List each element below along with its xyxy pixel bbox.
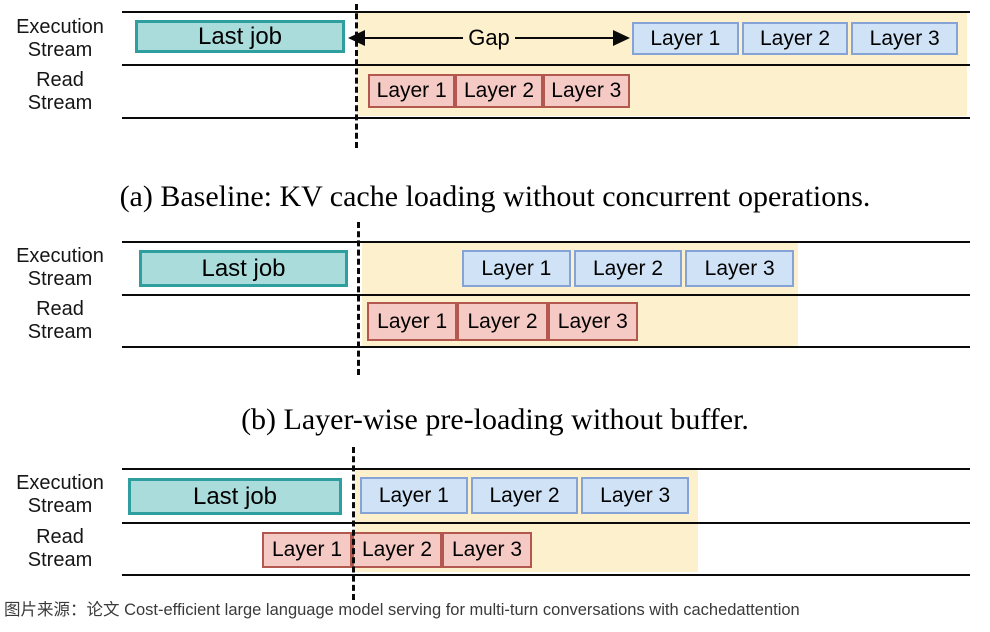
- read-stream-label-b: Read Stream: [0, 295, 120, 346]
- read-layer-box: Layer 2: [455, 74, 543, 108]
- execution-layer-box: Layer 1: [462, 250, 571, 287]
- timeline-line: [122, 346, 970, 348]
- arrowhead-right-icon: [613, 30, 630, 46]
- execution-layer-box: Layer 2: [573, 250, 683, 287]
- stream-label-line: Execution: [16, 245, 104, 267]
- read-layer-box: Layer 1: [368, 74, 456, 108]
- stream-label-line: Stream: [27, 38, 93, 61]
- last-job-box-a: Last job: [135, 20, 345, 53]
- timeline-line: [122, 294, 970, 296]
- read-layer-box: Layer 3: [542, 74, 630, 108]
- last-job-label: Last job: [201, 254, 286, 282]
- stream-label-line: Stream: [27, 495, 93, 517]
- execution-layer-box: Layer 1: [360, 477, 468, 514]
- job-finish-dashed-line-b: [357, 222, 360, 375]
- timeline-line: [122, 241, 970, 243]
- read-stream-label-a: Read Stream: [0, 66, 120, 117]
- read-layer-box: Layer 2: [457, 302, 548, 341]
- figure-caption-a: (a) Baseline: KV cache loading without c…: [119, 180, 871, 213]
- execution-stream-label-a: Execution Stream: [0, 13, 120, 64]
- execution-stream-label-c: Execution Stream: [0, 469, 120, 521]
- gap-label: Gap: [468, 25, 510, 50]
- gap-arrow: Gap: [348, 25, 630, 50]
- stream-label-line: Read: [36, 525, 84, 548]
- execution-layer-box: Layer 2: [741, 22, 849, 55]
- last-job-box-b: Last job: [139, 250, 348, 287]
- execution-layer-row-b: Layer 1 Layer 2 Layer 3: [462, 250, 795, 287]
- stream-label-line: Read: [36, 68, 84, 91]
- read-layer-row-b: Layer 1 Layer 2 Layer 3: [367, 302, 638, 341]
- last-job-box-c: Last job: [128, 478, 342, 515]
- execution-layer-box: Layer 2: [470, 477, 579, 514]
- execution-layer-row-a: Layer 1 Layer 2 Layer 3: [632, 22, 959, 55]
- timeline-line: [122, 117, 970, 119]
- read-layer-row-c: Layer 1 Layer 2 Layer 3: [262, 532, 532, 568]
- last-job-label: Last job: [197, 22, 283, 50]
- stream-label-line: Stream: [27, 91, 93, 114]
- last-job-label: Last job: [192, 482, 278, 510]
- timeline-line: [122, 522, 970, 524]
- read-layer-box: Layer 3: [442, 532, 532, 568]
- stream-label-line: Execution: [16, 472, 104, 494]
- read-layer-box: Layer 2: [352, 532, 442, 568]
- figure-caption-b: (b) Layer-wise pre-loading without buffe…: [241, 403, 749, 436]
- read-stream-label-c: Read Stream: [0, 523, 120, 574]
- read-layer-row-a: Layer 1 Layer 2 Layer 3: [368, 74, 630, 108]
- execution-layer-row-c: Layer 1 Layer 2 Layer 3: [360, 477, 690, 514]
- read-layer-box: Layer 3: [547, 302, 638, 341]
- stream-label-line: Stream: [27, 268, 93, 290]
- stream-label-line: Stream: [27, 548, 93, 571]
- timeline-line: [122, 468, 970, 470]
- arrow-line: [514, 37, 613, 39]
- timeline-line: [122, 574, 970, 576]
- execution-layer-box: Layer 3: [581, 477, 690, 514]
- stream-label-line: Execution: [16, 15, 104, 38]
- job-finish-dashed-line-a: [355, 4, 358, 148]
- execution-layer-box: Layer 1: [632, 22, 739, 55]
- arrow-line: [365, 37, 464, 39]
- stream-label-line: Read: [36, 297, 84, 320]
- read-layer-box: Layer 1: [262, 532, 352, 568]
- timeline-line: [122, 64, 970, 66]
- image-source-note: 图片来源：论文 Cost-efficient large language mo…: [4, 601, 800, 619]
- execution-stream-label-b: Execution Stream: [0, 242, 120, 294]
- read-layer-box: Layer 1: [367, 302, 458, 341]
- job-finish-dashed-line-c: [352, 447, 355, 600]
- execution-layer-box: Layer 3: [851, 22, 959, 55]
- timeline-line: [122, 11, 970, 13]
- stream-label-line: Stream: [27, 320, 93, 343]
- execution-layer-box: Layer 3: [685, 250, 795, 287]
